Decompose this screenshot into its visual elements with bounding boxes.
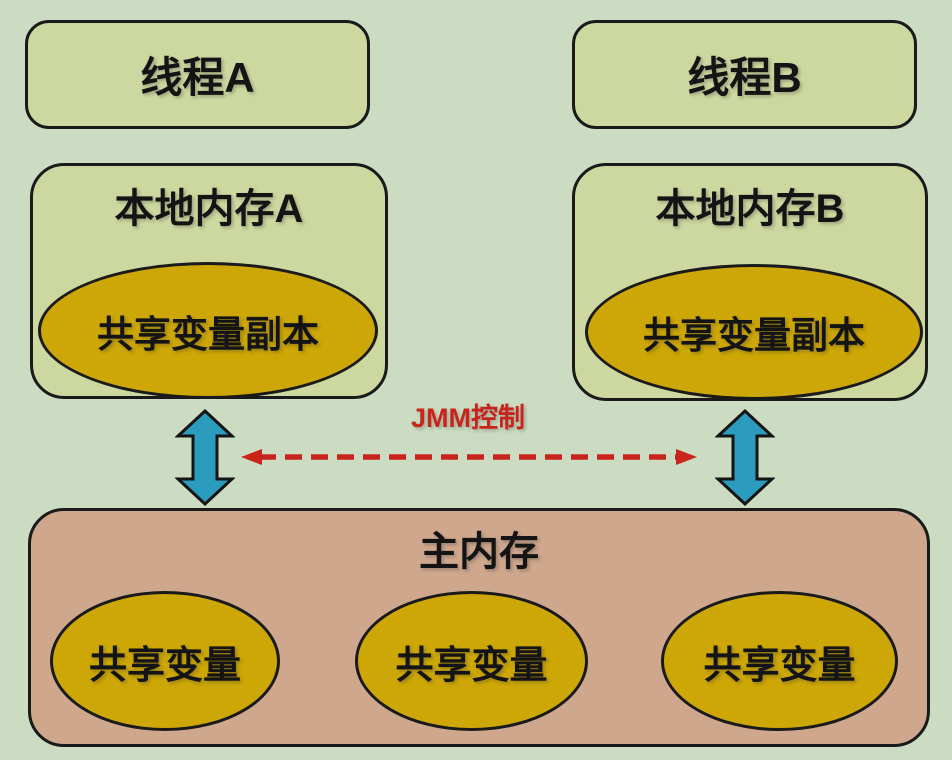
shared-copy-a-ellipse: 共享变量副本	[38, 262, 378, 399]
shared-variable-ellipse-2: 共享变量	[355, 591, 588, 731]
jmm-control-label: JMM控制	[411, 403, 525, 433]
jmm-control-arrow-icon	[241, 449, 697, 465]
local-memory-b-box: 本地内存B 共享变量副本	[572, 163, 928, 401]
local-memory-a-title: 本地内存A	[114, 187, 304, 231]
main-memory-box: 主内存 共享变量 共享变量 共享变量	[28, 508, 930, 747]
thread-a-box: 线程A	[25, 20, 370, 129]
local-memory-b-title: 本地内存B	[655, 187, 845, 231]
bidirectional-arrow-b-icon	[715, 409, 775, 506]
bidirectional-arrow-a-icon	[175, 409, 235, 506]
shared-copy-b-ellipse: 共享变量副本	[585, 264, 923, 400]
shared-variable-ellipse-1: 共享变量	[50, 591, 280, 731]
thread-b-box: 线程B	[572, 20, 917, 129]
local-memory-a-box: 本地内存A 共享变量副本	[30, 163, 388, 399]
main-memory-title: 主内存	[419, 530, 539, 574]
shared-variable-ellipse-3: 共享变量	[661, 591, 898, 731]
